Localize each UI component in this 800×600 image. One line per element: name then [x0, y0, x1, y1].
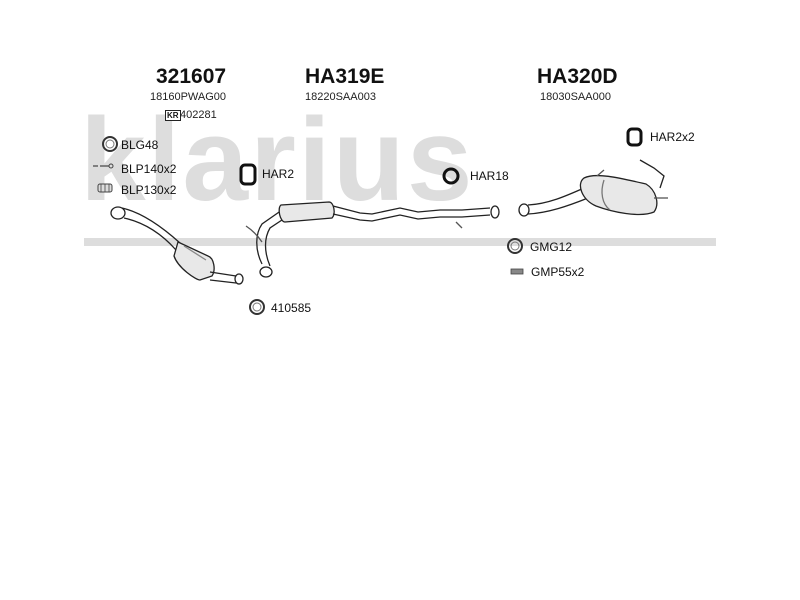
- rubber-hanger-icon: [442, 167, 460, 185]
- front-pipe-catalytic-converter: [110, 206, 244, 285]
- label-blg48: BLG48: [121, 138, 159, 152]
- watermark-underline: [84, 238, 716, 246]
- clamp-icon: [510, 268, 524, 275]
- part-number-rear: HA320D: [537, 65, 618, 88]
- part-number-middle: HA319E: [305, 65, 385, 88]
- label-blp130: BLP130x2: [121, 183, 177, 197]
- label-gmp55: GMP55x2: [531, 265, 585, 279]
- oem-number-middle: 18220SAA003: [305, 91, 376, 103]
- ref-number-front: 402281: [180, 109, 217, 121]
- gasket-ring-icon: [102, 136, 118, 152]
- gasket-ring-icon: [507, 238, 523, 254]
- label-410585: 410585: [271, 301, 312, 315]
- spring-icon: [97, 183, 113, 193]
- label-har2: HAR2: [262, 167, 295, 181]
- oem-number-rear: 18030SAA000: [540, 91, 611, 103]
- label-gmg12: GMG12: [530, 240, 573, 254]
- gasket-ring-icon: [249, 299, 265, 315]
- rubber-hanger-icon: [626, 127, 643, 147]
- kr-badge: KR: [165, 110, 181, 121]
- part-number-front: 321607: [156, 65, 227, 88]
- label-har2x2: HAR2x2: [650, 130, 695, 144]
- klarius-watermark: klarius: [80, 94, 475, 226]
- label-blp140: BLP140x2: [121, 162, 177, 176]
- rear-silencer: [518, 159, 668, 217]
- bolt-icon: [93, 163, 114, 169]
- label-har18: HAR18: [470, 169, 509, 183]
- middle-pipe-resonator: [245, 201, 500, 278]
- rubber-hanger-icon: [239, 163, 257, 186]
- oem-number-front: 18160PWAG00: [150, 91, 227, 103]
